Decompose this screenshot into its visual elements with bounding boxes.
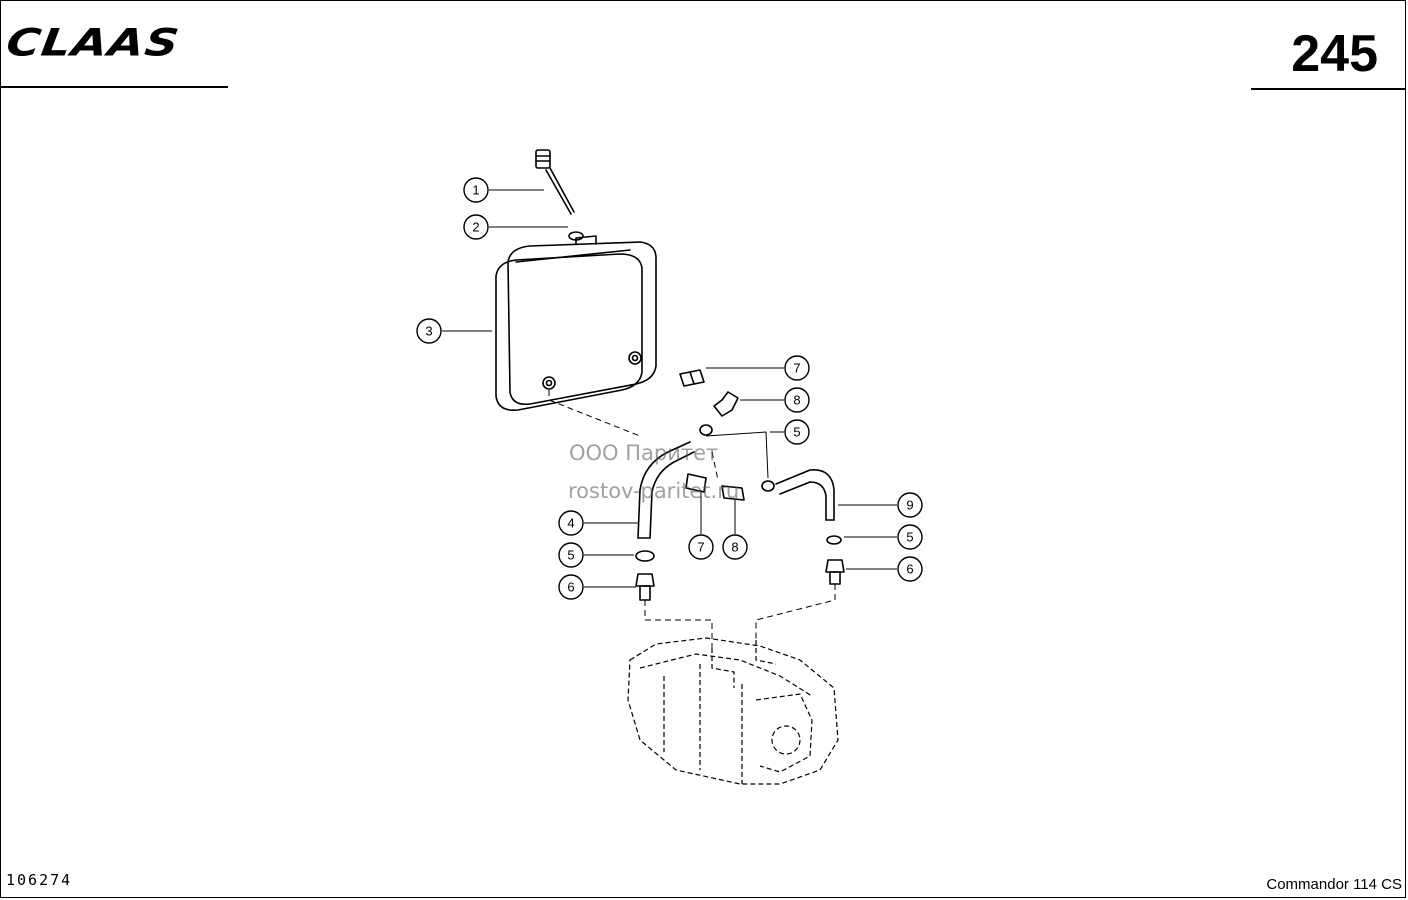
callout-3: 3 [416,318,442,344]
callout-label: 9 [906,498,913,513]
callout-7-lower: 7 [688,534,714,560]
nipple-right-part [825,559,845,585]
hose-clamp-part [635,550,655,562]
header-rule-left [0,86,228,88]
nipple-left-part [635,573,655,601]
callout-label: 8 [793,393,800,408]
callout-label: 3 [425,324,432,339]
hose-right-part [775,469,835,521]
callout-label: 5 [793,425,800,440]
callout-label: 4 [567,516,574,531]
straight-fitting-part [679,369,705,387]
leader-lines [705,431,769,479]
transmission-outline [627,637,839,785]
drawing-number: 106274 [6,871,73,889]
callout-9: 9 [897,492,923,518]
callout-label: 5 [906,530,913,545]
callout-6-left: 6 [558,574,584,600]
callout-7-upper: 7 [784,355,810,381]
hose-clamp-part [699,424,713,436]
hose-clamp-part [826,535,842,545]
page-number: 245 [1291,25,1378,83]
watermark-url: rostov-paritet.ru [568,479,740,503]
callout-label: 1 [472,183,479,198]
filler-plug-part [535,149,575,215]
model-name: Commandor 114 CS [1266,876,1402,893]
callout-5-left: 5 [558,542,584,568]
hose-left-part [637,441,695,539]
callout-4: 4 [558,510,584,536]
callout-leaders [442,189,897,588]
center-fitting-part [685,473,745,501]
reservoir-tank-part [495,235,657,412]
callout-label: 7 [697,540,704,555]
callout-5-upper: 5 [784,419,810,445]
callout-label: 6 [906,562,913,577]
callout-2: 2 [463,214,489,240]
elbow-fitting-part [713,391,739,417]
callout-1: 1 [463,177,489,203]
callout-label: 6 [567,580,574,595]
callout-label: 7 [793,361,800,376]
callout-label: 2 [472,220,479,235]
callout-label: 8 [731,540,738,555]
callout-label: 5 [567,548,574,563]
header-rule-right [1251,88,1405,90]
hose-clamp-part [761,480,775,492]
callout-6-right: 6 [897,556,923,582]
assembly-lines [548,390,836,648]
callout-8-upper: 8 [784,387,810,413]
callout-8-lower: 8 [722,534,748,560]
watermark-company: ООО Паритет [569,441,719,465]
callout-5-right: 5 [897,524,923,550]
